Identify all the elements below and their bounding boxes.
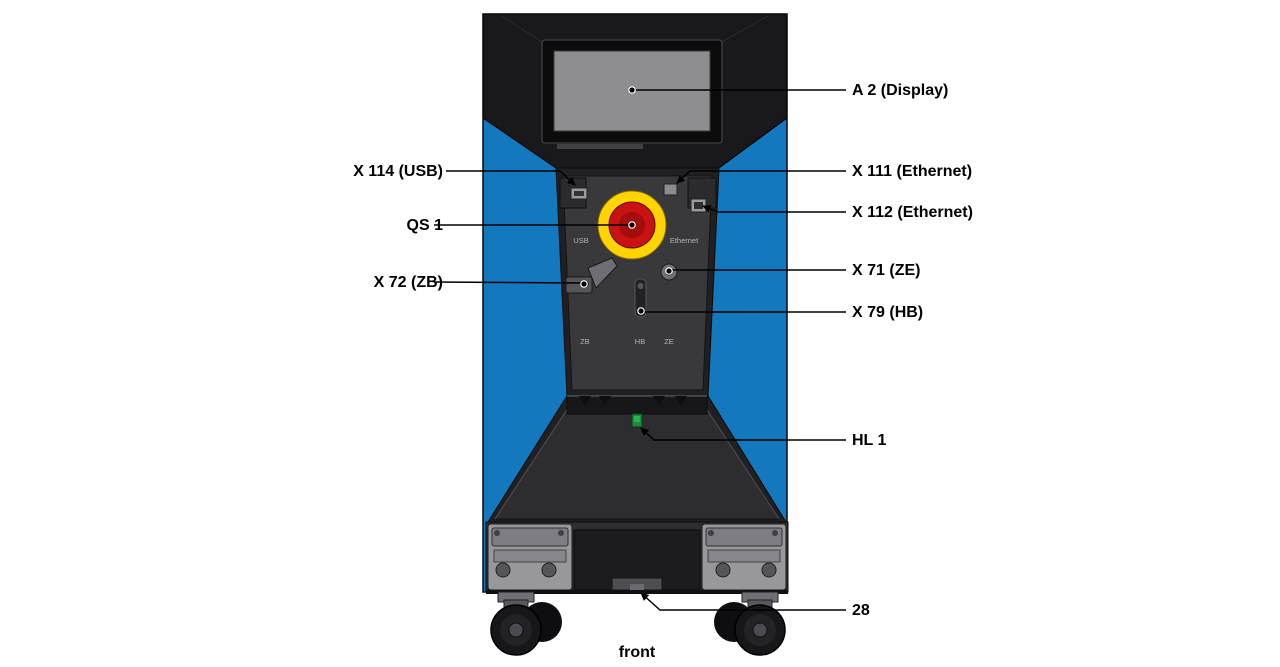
label-x111-ethernet: X 111 (Ethernet) (852, 163, 973, 180)
usb-connector-slot (574, 191, 584, 196)
leader-dots (580, 86, 673, 315)
notched-strip (566, 395, 708, 428)
usb-marking: USB (573, 236, 588, 245)
hb-connector (634, 278, 647, 318)
hl1-led-glow (634, 416, 640, 422)
zb-connector-lever (587, 257, 618, 289)
bottom-bracket-tab (630, 584, 644, 592)
leader-x114 (446, 170, 576, 186)
label-a2-display: A 2 (Display) (852, 82, 949, 99)
label-x71-ze: X 71 (ZE) (852, 262, 921, 279)
front-caption: front (618, 644, 656, 661)
label-qs1: QS 1 (406, 217, 443, 234)
left-hinge-block (487, 523, 573, 591)
dot-x79 (637, 307, 645, 315)
label-hl1: HL 1 (852, 432, 887, 449)
leader-x72 (433, 281, 583, 284)
display-lower-trim (557, 144, 643, 149)
base-bottom-edge (486, 590, 788, 594)
leader-hl1 (640, 427, 846, 441)
label-x112-ethernet: X 112 (Ethernet) (852, 204, 973, 221)
dot-qs1 (628, 221, 636, 229)
base-assembly (485, 521, 789, 594)
label-28: 28 (852, 602, 870, 619)
left-caster (490, 591, 562, 656)
dot-x71 (665, 267, 673, 275)
leader-x111 (676, 170, 846, 184)
leader-28 (640, 592, 846, 611)
connector-mounts (559, 177, 717, 213)
label-x72-zb: X 72 (ZB) (373, 274, 443, 291)
label-x79-hb: X 79 (HB) (852, 304, 924, 321)
ethernet-connector-1 (663, 183, 678, 196)
center-channel (487, 167, 787, 523)
ze-marking: ZE (664, 337, 674, 346)
hb-connector-pin (637, 283, 644, 289)
right-hinge-block (701, 523, 787, 591)
display-unit (541, 39, 723, 149)
dot-a2 (628, 86, 636, 94)
right-caster (714, 591, 786, 656)
ethernet-marking: Ethernet (670, 236, 699, 245)
hb-marking: HB (635, 337, 645, 346)
dot-x72 (580, 280, 588, 288)
leader-lines (433, 89, 846, 611)
label-x114-usb: X 114 (USB) (353, 163, 443, 180)
zb-marking: ZB (580, 337, 590, 346)
leader-x112 (702, 205, 846, 213)
ethernet-connector-2-slot (694, 202, 703, 209)
